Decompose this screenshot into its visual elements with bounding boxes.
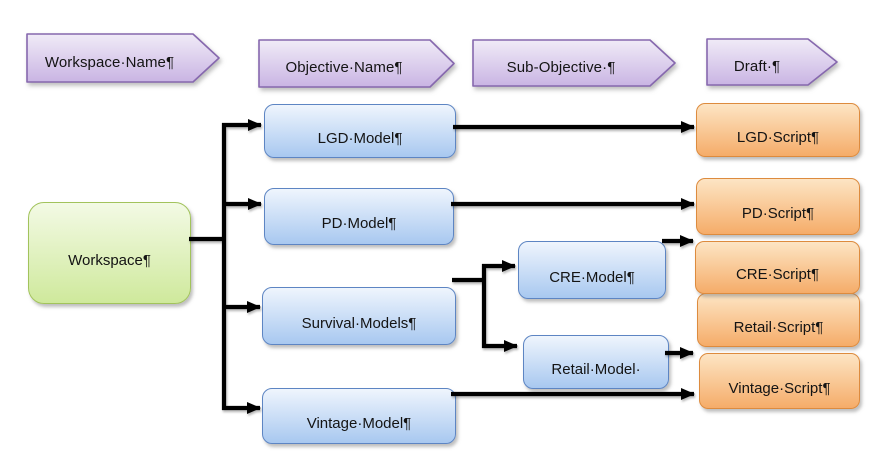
node-label: Survival·Models¶ bbox=[301, 314, 417, 332]
node-label: CRE·Script¶ bbox=[735, 266, 820, 283]
workspace-trunk bbox=[189, 119, 262, 414]
header-banner-sub-objective[interactable]: Sub-Objective·¶ bbox=[472, 39, 676, 87]
node-label: Workspace¶ bbox=[68, 251, 151, 269]
header-banner-draft[interactable]: Draft·¶ bbox=[706, 38, 838, 86]
node-lgd-script[interactable]: LGD·Script¶ bbox=[696, 103, 860, 157]
node-label: Retail·Model· bbox=[551, 360, 641, 378]
node-retail-script[interactable]: Retail·Script¶ bbox=[697, 293, 860, 347]
pentagon-arrow-shape bbox=[26, 33, 220, 83]
node-label: LGD·Script¶ bbox=[736, 128, 820, 146]
pentagon-arrow-shape bbox=[706, 38, 838, 86]
node-workspace[interactable]: Workspace¶ bbox=[28, 202, 191, 304]
node-pd-script[interactable]: PD·Script¶ bbox=[696, 178, 860, 235]
header-banner-objective-name[interactable]: Objective·Name¶ bbox=[258, 39, 455, 88]
node-label: CRE·Model¶ bbox=[549, 268, 635, 286]
header-label: Sub-Objective·¶ bbox=[506, 58, 616, 76]
node-label: LGD·Model¶ bbox=[317, 129, 403, 147]
node-cre-script[interactable]: CRE·Script¶ bbox=[695, 241, 860, 294]
node-label: PD·Script¶ bbox=[741, 205, 815, 222]
node-label: Retail·Script¶ bbox=[733, 318, 824, 336]
node-survival-models[interactable]: Survival·Models¶ bbox=[262, 287, 456, 345]
header-label: Draft·¶ bbox=[733, 57, 781, 75]
pentagon-arrow-shape bbox=[258, 39, 455, 88]
node-retail-model[interactable]: Retail·Model· bbox=[523, 335, 669, 389]
node-vintage-script[interactable]: Vintage·Script¶ bbox=[699, 353, 860, 409]
header-label: Workspace·Name¶ bbox=[44, 53, 175, 71]
survival-fork bbox=[452, 260, 518, 352]
header-label: Objective·Name¶ bbox=[285, 59, 403, 76]
header-banner-workspace-name[interactable]: Workspace·Name¶ bbox=[26, 33, 220, 83]
node-vintage-model[interactable]: Vintage·Model¶ bbox=[262, 388, 456, 444]
node-pd-model[interactable]: PD·Model¶ bbox=[264, 188, 454, 245]
node-cre-model[interactable]: CRE·Model¶ bbox=[518, 241, 666, 299]
node-label: Vintage·Script¶ bbox=[728, 379, 831, 397]
pentagon-arrow-shape bbox=[472, 39, 676, 87]
node-lgd-model[interactable]: LGD·Model¶ bbox=[264, 104, 456, 158]
node-label: PD·Model¶ bbox=[321, 215, 397, 232]
node-label: Vintage·Model¶ bbox=[306, 414, 412, 432]
